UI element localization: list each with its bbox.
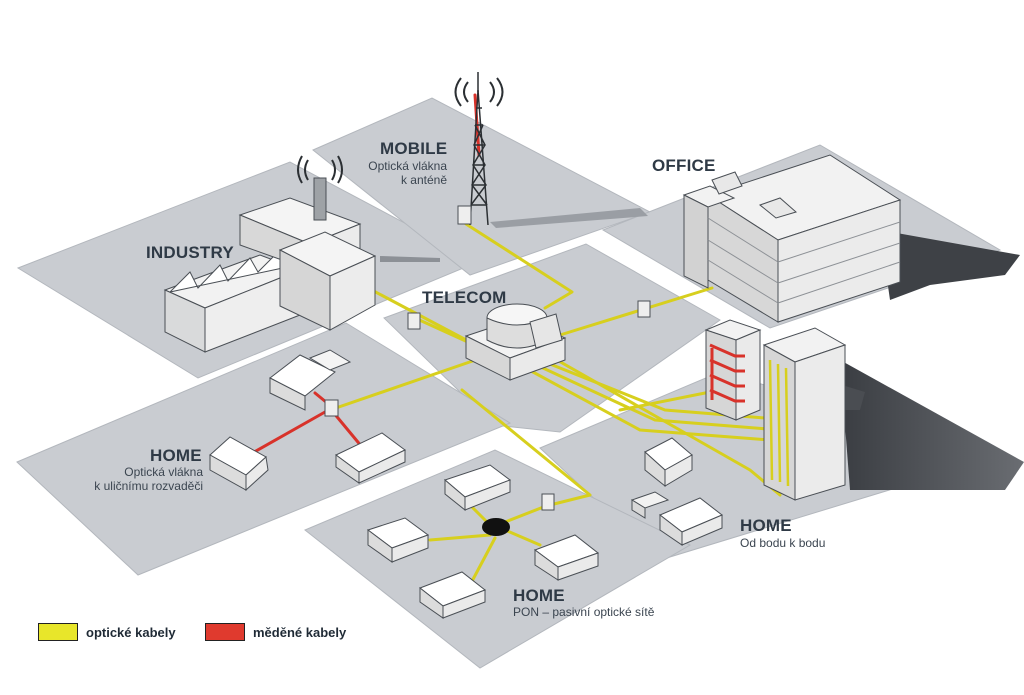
- copper-home-2: [331, 410, 364, 449]
- mobile-subtitle-1: Optická vlákna: [368, 159, 447, 173]
- legend-fiber-label: optické kabely: [86, 624, 176, 640]
- office-shadow: [880, 230, 1020, 300]
- pon-splitter: [482, 518, 510, 536]
- tower-shadow: [840, 360, 1024, 490]
- copper-home-3: [313, 391, 328, 404]
- house-pon-2: [366, 517, 430, 563]
- house-pon-3: [533, 534, 600, 581]
- office-side: [777, 199, 901, 323]
- telecom-title: TELECOM: [422, 288, 507, 307]
- home-street-title: HOME: [150, 446, 202, 465]
- office-title: OFFICE: [652, 156, 716, 175]
- fiber-street: [331, 353, 492, 411]
- fiber-mobile: [464, 222, 574, 310]
- industry-chimney: [313, 177, 327, 221]
- tower-shadow-2: [842, 385, 865, 410]
- home-street-plate: [16, 322, 512, 576]
- office-roof-unit-2: [758, 197, 798, 219]
- fiber-office: [558, 286, 714, 337]
- industry-building: [163, 177, 377, 353]
- house-street-1: [209, 436, 269, 492]
- house-p2p-2: [630, 491, 723, 546]
- fiber-pon: [460, 388, 592, 526]
- house-street-3: [269, 349, 352, 411]
- home-pon-subtitle: PON – pasivní optické sítě: [513, 605, 655, 619]
- house-p2p-1: [644, 437, 693, 488]
- houses: [209, 349, 723, 619]
- mobile-mast: [469, 72, 489, 226]
- telecom-annex: [529, 313, 563, 349]
- legend-copper-swatch: [205, 623, 245, 641]
- office-building: [682, 154, 902, 323]
- shadows: [380, 208, 1024, 490]
- legend-fiber-swatch: [38, 623, 78, 641]
- fiber-p2p-1: [518, 363, 772, 442]
- office-wing-front: [683, 194, 709, 289]
- mobile-title: MOBILE: [380, 139, 448, 158]
- highrise-fiber-risers: [768, 359, 790, 487]
- cabinet-office: [637, 300, 651, 318]
- fiber-p2p-3: [538, 358, 792, 422]
- office-roof-unit: [711, 171, 743, 195]
- home-pon-title: HOME: [513, 586, 565, 605]
- cabinet-industry: [407, 312, 421, 330]
- highrise-right-side: [794, 344, 846, 501]
- legend-fiber: optické kabely: [38, 623, 176, 641]
- fiber-pon-house4: [468, 536, 497, 587]
- house-pon-4: [418, 571, 487, 619]
- mast-box: [457, 205, 472, 225]
- legend-copper-label: měděné kabely: [253, 624, 347, 640]
- mast-antenna-icon: [454, 77, 504, 107]
- highrise-copper-risers: [709, 343, 745, 403]
- fiber-pon-house2: [503, 528, 542, 547]
- home-p2p-subtitle: Od bodu k bodu: [740, 536, 826, 550]
- home-street-subtitle-1: Optická vlákna: [124, 465, 203, 479]
- fiber-industry-box: [413, 316, 472, 345]
- street-cabinets: [324, 300, 651, 511]
- legend-copper: měděné kabely: [205, 623, 346, 641]
- industry-chimney-shadow: [380, 256, 440, 262]
- cabinet-home-street: [324, 399, 339, 417]
- house-street-2: [335, 432, 406, 484]
- house-pon-1: [444, 464, 512, 512]
- cabinet-pon: [541, 493, 555, 511]
- fiber-p2p-2: [528, 360, 782, 432]
- industry-title: INDUSTRY: [146, 243, 234, 262]
- home-p2p-title: HOME: [740, 516, 792, 535]
- home-street-subtitle-2: k uličnímu rozvaděči: [94, 479, 203, 493]
- mast-shadow: [490, 208, 648, 228]
- home-pon-plate: [304, 449, 692, 669]
- highrise-left-side: [735, 329, 761, 421]
- mobile-subtitle-2: k anténě: [400, 173, 447, 187]
- telecom-building: [464, 303, 567, 381]
- fiber-pon-house3: [428, 533, 492, 542]
- industry-main-side: [329, 255, 376, 331]
- highrise-right: [762, 327, 847, 501]
- office-floors: [707, 217, 901, 304]
- industry-antenna-icon: [297, 155, 343, 184]
